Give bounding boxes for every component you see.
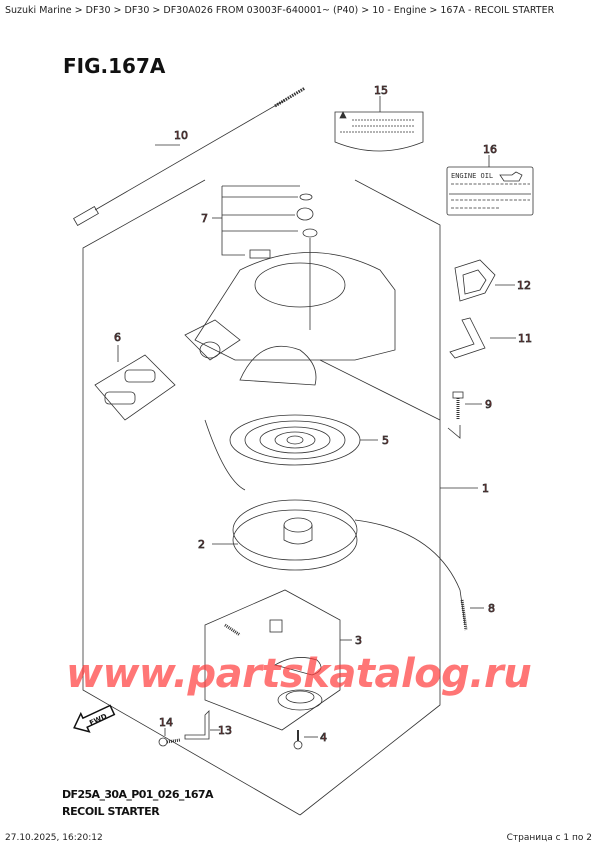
warning-label-15 [334, 96, 424, 152]
watermark-logo: www.partskatalog.ru [66, 651, 532, 697]
breadcrumb: Suzuki Marine > DF30 > DF30 > DF30A026 F… [5, 5, 555, 16]
screw-4 [293, 730, 318, 750]
handle-6 [94, 345, 176, 421]
page-number: Страница с 1 по 2 [506, 833, 592, 843]
callout-16[interactable]: 16 [483, 143, 498, 157]
parts-group-7 [212, 185, 318, 330]
starter-housing [184, 252, 441, 421]
callout-1[interactable]: 1 [482, 482, 490, 496]
cable-10 [73, 86, 306, 227]
callout-15[interactable]: 15 [374, 84, 389, 98]
assembly-outline [82, 179, 301, 816]
grip-11 [449, 317, 486, 359]
callout-12[interactable]: 12 [517, 279, 532, 293]
engine-oil-label-16 [446, 155, 534, 216]
assembly-outline-right [299, 179, 441, 816]
callout-3[interactable]: 3 [355, 634, 363, 648]
callout-4[interactable]: 4 [320, 731, 328, 745]
callout-13[interactable]: 13 [218, 724, 233, 738]
spiral-spring-5 [204, 414, 378, 491]
callout-2[interactable]: 2 [198, 538, 206, 552]
callout-7[interactable]: 7 [201, 212, 209, 226]
fwd-arrow [73, 704, 116, 733]
bolt-14 [158, 728, 181, 747]
bolt-9 [447, 391, 482, 439]
callout-9[interactable]: 9 [485, 398, 493, 412]
print-datetime: 27.10.2025, 16:20:12 [5, 833, 103, 843]
callout-14[interactable]: 14 [159, 716, 174, 730]
ratchet-group-3 [204, 589, 352, 731]
callout-8[interactable]: 8 [488, 602, 496, 616]
callout-10[interactable]: 10 [174, 129, 189, 143]
rope-reel-2 [212, 499, 484, 631]
callout-6[interactable]: 6 [114, 331, 122, 345]
figure-name: RECOIL STARTER [62, 805, 160, 818]
bracket-13 [184, 710, 220, 740]
figure-title: FIG.167A [63, 54, 166, 78]
grip-12 [454, 259, 496, 302]
figure-code: DF25A_30A_P01_026_167A [62, 788, 214, 801]
callout-11[interactable]: 11 [518, 332, 533, 346]
callout-5[interactable]: 5 [382, 434, 390, 448]
engine-oil-text: ENGINE OIL [451, 172, 493, 180]
